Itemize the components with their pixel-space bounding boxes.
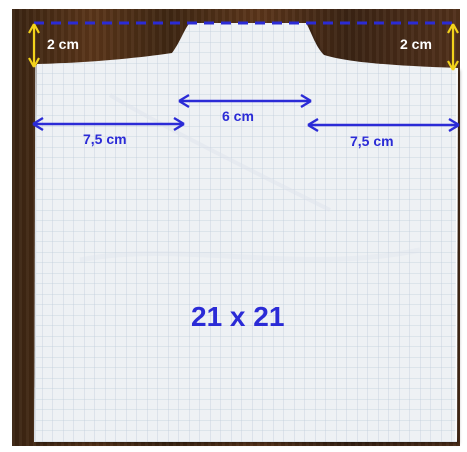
right-shoulder-arrow-left-head [307,117,319,133]
left-shoulder-arrow-left-head [32,116,44,132]
left-height-arrow-head-top [28,23,40,34]
top-right-height-label: 2 cm [400,36,432,52]
right-height-arrow-head-bottom [447,60,459,71]
right-shoulder-width-label: 7,5 cm [350,133,394,149]
left-shoulder-arrow-right-head [173,116,185,132]
neck-width-arrow-right-head [300,93,312,109]
left-height-arrow-head-bottom [28,57,40,68]
top-left-height-label: 2 cm [47,36,79,52]
neck-width-arrow-left-head [178,93,190,109]
right-height-arrow-head-top [447,23,459,34]
right-shoulder-arrow-right-head [448,117,460,133]
sheet-size-label: 21 x 21 [191,301,284,332]
neck-width-label: 6 cm [222,108,254,124]
left-shoulder-width-label: 7,5 cm [83,131,127,147]
